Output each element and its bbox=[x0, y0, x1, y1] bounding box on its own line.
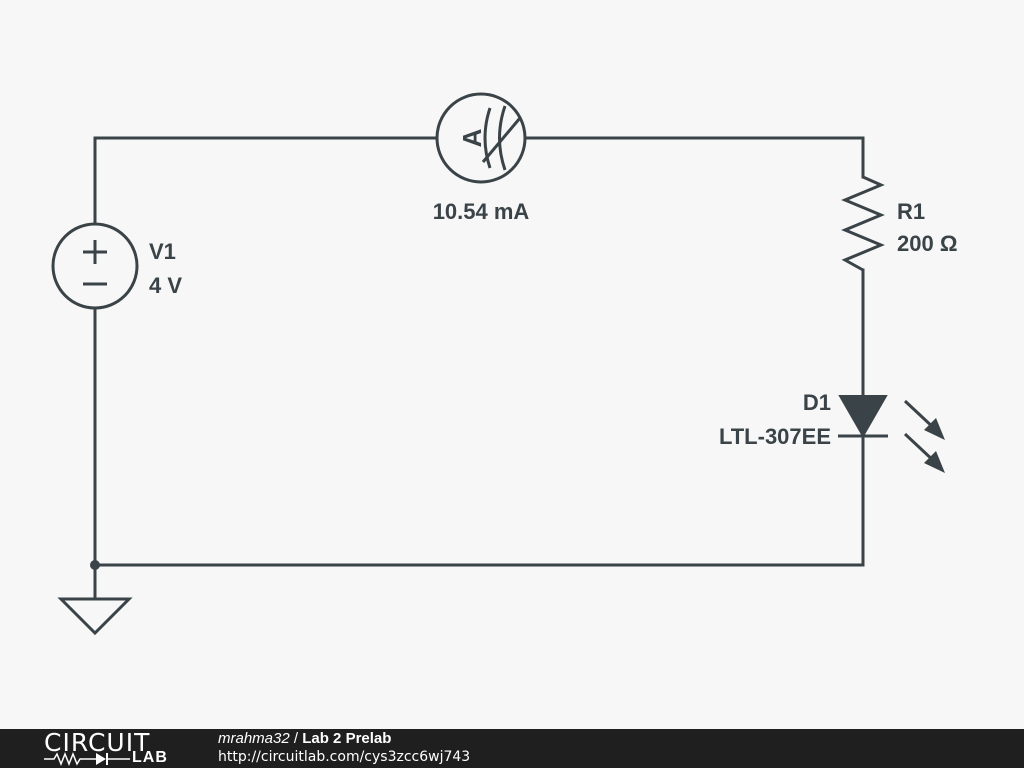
voltage-source-v1[interactable] bbox=[51, 222, 139, 310]
ammeter-needle bbox=[481, 117, 522, 163]
led-arrow-1-head bbox=[924, 418, 945, 440]
ammeter[interactable]: A bbox=[435, 92, 527, 184]
v1-value-label: 4 V bbox=[149, 273, 182, 298]
ammeter-needle-arc-1 bbox=[483, 107, 492, 169]
logo-circuit-text: CIRCUIT bbox=[44, 728, 151, 757]
junction-dot bbox=[90, 560, 100, 570]
voltage-source-body bbox=[51, 222, 139, 310]
logo-resistor-diode-icon bbox=[44, 752, 130, 766]
resistor-r1[interactable] bbox=[841, 175, 885, 272]
v1-name-label: V1 bbox=[149, 239, 176, 264]
footer-bar: CIRCUIT LAB mrahma32 / Lab 2 Prelab http… bbox=[0, 729, 1024, 768]
circuit-url[interactable]: http://circuitlab.com/cys3zcc6wj743 bbox=[218, 749, 471, 765]
d1-part-label: LTL-307EE bbox=[719, 424, 831, 449]
r1-value-label: 200 Ω bbox=[897, 231, 957, 256]
led-arrow-2-head bbox=[924, 451, 945, 473]
title-separator: / bbox=[289, 730, 303, 747]
led-d1[interactable] bbox=[838, 395, 945, 473]
wires bbox=[93, 136, 865, 600]
ammeter-reading: 10.54 mA bbox=[433, 199, 530, 224]
circuit-meta: mrahma32 / Lab 2 Prelab http://circuitla… bbox=[218, 730, 470, 766]
r1-name-label: R1 bbox=[897, 199, 925, 224]
author-link[interactable]: mrahma32 bbox=[218, 730, 290, 747]
ammeter-symbol: A bbox=[457, 128, 487, 147]
circuit-title-line: mrahma32 / Lab 2 Prelab bbox=[218, 730, 470, 748]
logo-lab-text: LAB bbox=[132, 749, 168, 766]
circuit-title[interactable]: Lab 2 Prelab bbox=[302, 730, 392, 747]
ground-symbol bbox=[57, 597, 133, 636]
circuitlab-logo[interactable]: CIRCUIT LAB bbox=[44, 729, 184, 768]
ammeter-body bbox=[435, 92, 527, 184]
ammeter-needle-arc-2 bbox=[498, 105, 507, 171]
led-triangle bbox=[838, 395, 888, 439]
d1-name-label: D1 bbox=[803, 390, 831, 415]
circuit-schematic: V1 4 V A 10.54 mA R1 200 Ω D1 LTL-307EE bbox=[51, 92, 957, 636]
